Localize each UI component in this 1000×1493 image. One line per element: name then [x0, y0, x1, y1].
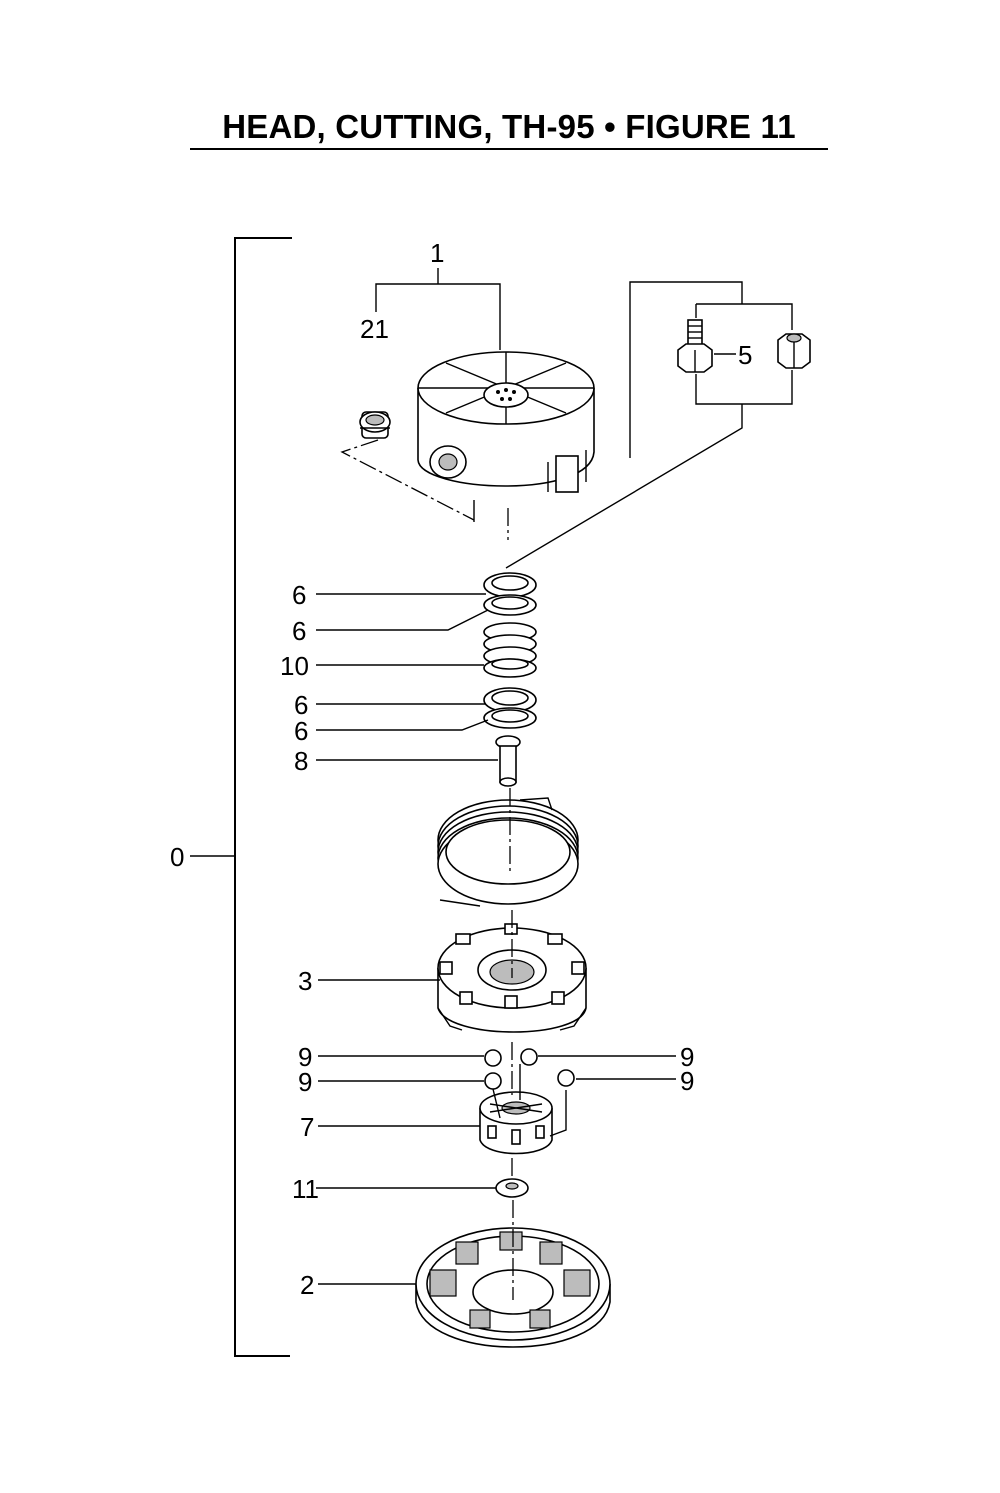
callout-spool: 3 — [298, 966, 312, 996]
callout-bolt: 5 — [738, 340, 752, 370]
figure-title: HEAD, CUTTING, TH-95 • FIGURE 11 — [222, 108, 796, 145]
housing-part — [417, 351, 595, 493]
cover-part — [415, 1227, 611, 1348]
housing-callout-bracket — [375, 268, 501, 350]
callout-assembly: 0 — [170, 842, 184, 872]
spring-part — [483, 622, 537, 678]
callout-spring: 10 — [280, 651, 309, 681]
callout-small-washer: 11 — [292, 1174, 319, 1204]
callout-washer-b: 6 — [292, 616, 306, 646]
bolt-part — [677, 319, 713, 373]
callout-washer-a: 6 — [292, 580, 306, 610]
callout-ball-right-bottom: 9 — [680, 1066, 694, 1096]
cam-part — [479, 1091, 553, 1155]
bolt-callout-bracket — [505, 281, 793, 569]
pin-part — [495, 735, 521, 787]
line-coil-part — [437, 797, 579, 907]
callout-plug: 21 — [360, 314, 389, 344]
nut-part — [777, 333, 811, 369]
callout-cover: 2 — [300, 1270, 314, 1300]
callout-cam: 7 — [300, 1112, 314, 1142]
washer-bottom-pair — [483, 687, 537, 729]
washer-top-pair — [483, 572, 537, 616]
callout-ball-left-bottom: 9 — [298, 1067, 312, 1097]
callout-washer-d: 6 — [294, 716, 308, 746]
callout-ball-right-top: 9 — [680, 1042, 694, 1072]
plug-part — [359, 411, 391, 439]
title-underline — [190, 148, 828, 150]
small-washer-part — [495, 1178, 529, 1198]
callout-pin: 8 — [294, 746, 308, 776]
callout-ball-left-top: 9 — [298, 1042, 312, 1072]
assembly-bracket — [190, 237, 292, 1357]
balls-part — [484, 1048, 575, 1090]
callout-housing: 1 — [430, 238, 444, 268]
callout-washer-c: 6 — [294, 690, 308, 720]
